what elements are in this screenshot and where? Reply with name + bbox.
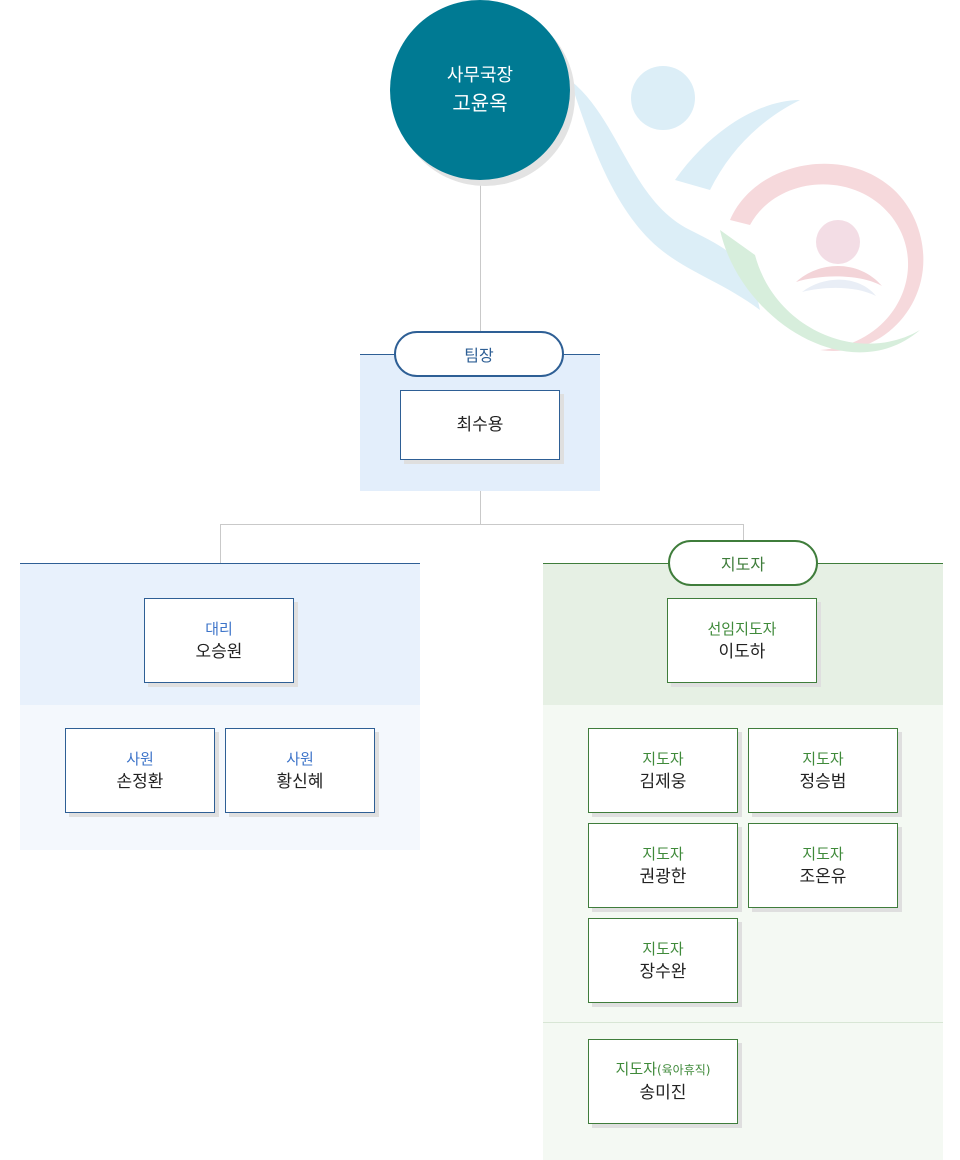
coach-on-leave-card: 지도자(육아휴직) 송미진 <box>588 1039 738 1124</box>
team-leader-card: 최수용 <box>400 390 560 460</box>
coach-card: 지도자 장수완 <box>588 918 738 1003</box>
coach-role: 지도자 <box>642 844 684 863</box>
director-node: 사무국장 고윤옥 <box>390 0 570 180</box>
team-leader-name: 최수용 <box>456 415 504 435</box>
connector-team-down <box>480 490 481 525</box>
coach-name: 권광한 <box>639 866 687 887</box>
coach-card: 지도자 조온유 <box>748 823 898 908</box>
athlete-swirl-logo-icon <box>570 66 924 353</box>
coach-card: 지도자 김제웅 <box>588 728 738 813</box>
left-member-role: 사원 <box>286 749 314 768</box>
left-member-name: 손정환 <box>116 771 164 792</box>
left-lead-card: 대리 오승원 <box>144 598 294 683</box>
right-lead-role: 선임지도자 <box>707 619 777 638</box>
left-member-name: 황신혜 <box>276 771 324 792</box>
coach-role: 지도자 <box>802 749 844 768</box>
right-lead-name: 이도하 <box>718 641 766 662</box>
right-group-label: 지도자 <box>720 555 766 574</box>
left-lead-role: 대리 <box>205 619 233 638</box>
team-label: 팀장 <box>464 346 494 365</box>
left-lead-name: 오승원 <box>195 641 243 662</box>
left-member-card: 사원 손정환 <box>65 728 215 813</box>
coach-on-leave-role-title: 지도자 <box>615 1060 657 1078</box>
connector-left-drop <box>220 524 221 563</box>
coach-on-leave-name: 송미진 <box>639 1083 687 1103</box>
director-name: 고윤옥 <box>452 91 508 115</box>
coach-card: 지도자 권광한 <box>588 823 738 908</box>
coach-card: 지도자 정승범 <box>748 728 898 813</box>
left-member-card: 사원 황신혜 <box>225 728 375 813</box>
coach-name: 장수완 <box>639 961 687 982</box>
left-member-role: 사원 <box>126 749 154 768</box>
connector-director-to-team <box>480 180 481 332</box>
coach-role: 지도자 <box>802 844 844 863</box>
right-group-divider <box>543 1022 943 1023</box>
coach-role: 지도자 <box>642 939 684 958</box>
coach-name: 정승범 <box>799 771 847 792</box>
coach-on-leave-role: 지도자(육아휴직) <box>616 1058 711 1081</box>
coach-name: 조온유 <box>799 866 847 887</box>
connector-horizontal <box>220 524 744 525</box>
right-lead-card: 선임지도자 이도하 <box>667 598 817 683</box>
connector-right-drop <box>743 524 744 540</box>
team-label-pill: 팀장 <box>394 331 564 377</box>
coach-on-leave-note: (육아휴직) <box>656 1063 711 1077</box>
coach-name: 김제웅 <box>639 771 687 792</box>
director-title: 사무국장 <box>446 65 514 86</box>
right-group-label-pill: 지도자 <box>668 540 818 586</box>
coach-role: 지도자 <box>642 749 684 768</box>
